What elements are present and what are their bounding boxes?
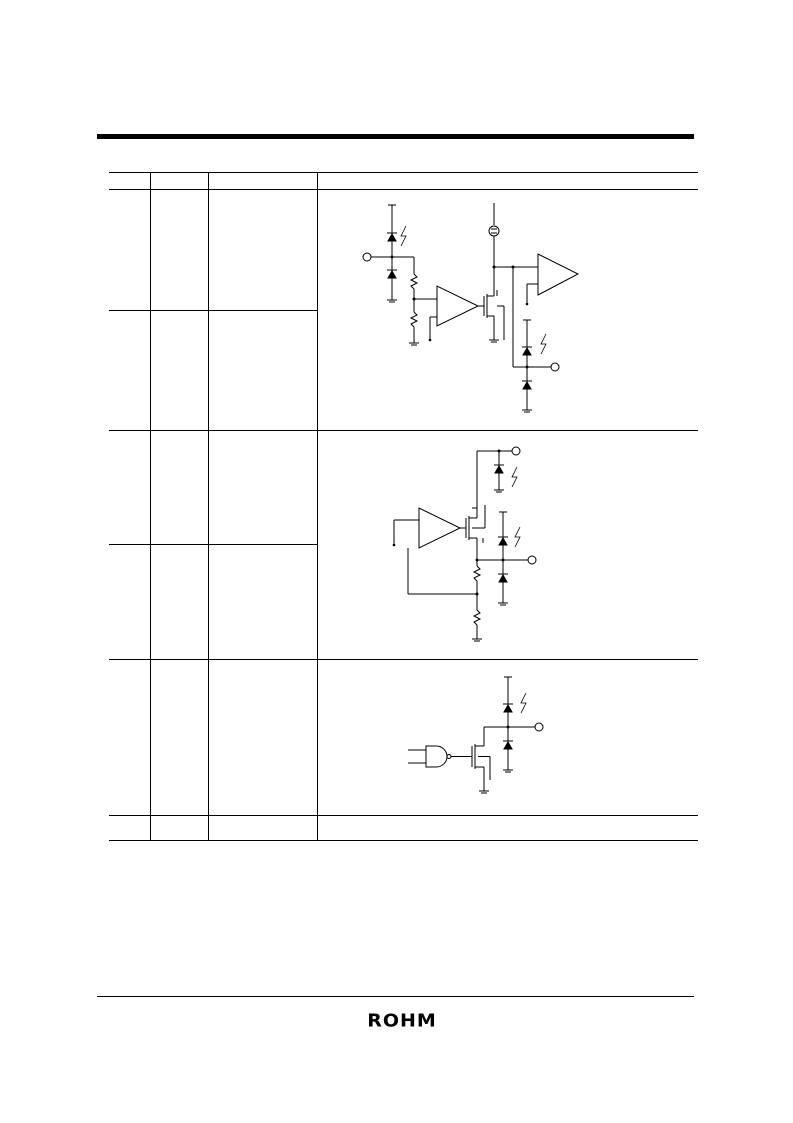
circuit-logic-output xyxy=(408,676,544,794)
circuit-input-comparator xyxy=(362,203,580,413)
circuit-output-buffer xyxy=(392,446,537,642)
table-grid xyxy=(109,172,698,841)
footer-rule xyxy=(97,996,694,997)
rohm-logo: ROHM xyxy=(366,1010,438,1032)
header-rule xyxy=(97,134,694,139)
logo-text: ROHM xyxy=(367,1010,437,1032)
